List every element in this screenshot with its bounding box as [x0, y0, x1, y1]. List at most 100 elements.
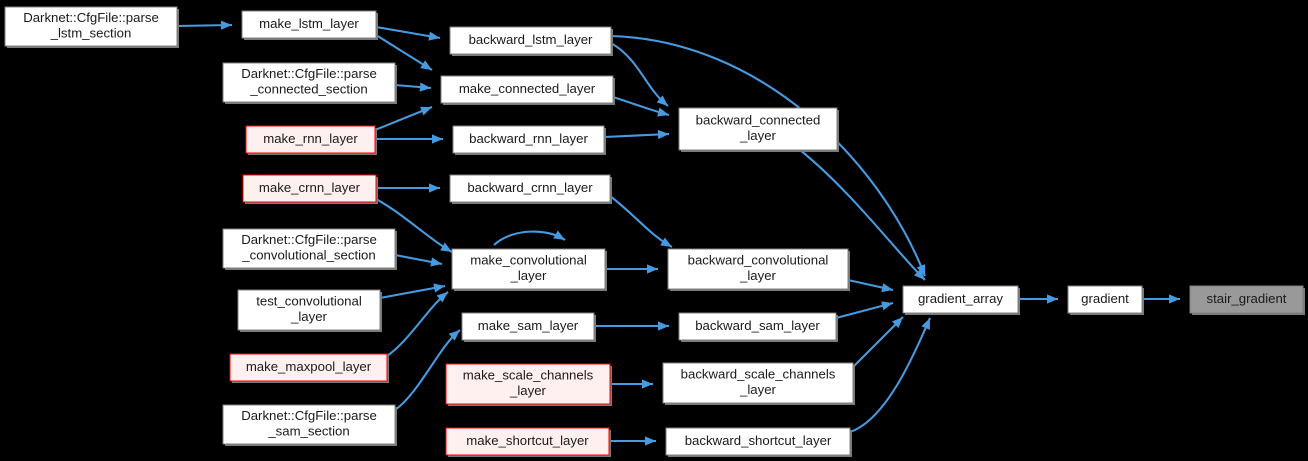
- node-label: backward_shortcut_layer: [685, 433, 832, 448]
- edge-line: [609, 195, 673, 248]
- node-box[interactable]: [667, 248, 849, 290]
- nodes-layer: Darknet::CfgFile::parse_lstm_sectionmake…: [4, 6, 1305, 457]
- node-box[interactable]: [222, 404, 396, 445]
- node-make_rnn_layer[interactable]: make_rnn_layer: [245, 125, 377, 155]
- node-box[interactable]: [1067, 285, 1143, 314]
- node-backward_scale_channels_layer[interactable]: backward_scale_channels_layer: [662, 362, 855, 405]
- node-make_convolutional_layer[interactable]: make_convolutional_layer: [451, 248, 607, 291]
- edge-parse_lstm_section-to-make_lstm_layer: [176, 20, 233, 30]
- node-box[interactable]: [445, 427, 610, 456]
- edge-line: [386, 291, 449, 357]
- arrowhead-icon: [1169, 294, 1180, 304]
- node-label: backward_lstm_layer: [469, 32, 593, 47]
- node-label: _sam_section: [267, 424, 349, 439]
- node-label: Darknet::CfgFile::parse: [241, 232, 377, 247]
- node-backward_convolutional_layer[interactable]: backward_convolutional_layer: [667, 248, 850, 291]
- arrowhead-icon: [420, 60, 432, 70]
- edge-line: [379, 284, 446, 300]
- arrowhead-icon: [420, 106, 432, 116]
- arrowhead-icon: [1047, 294, 1058, 304]
- edge-gradient_array-to-gradient: [1018, 294, 1058, 304]
- node-make_sam_layer[interactable]: make_sam_layer: [461, 312, 596, 342]
- node-label: make_scale_channels: [463, 368, 594, 383]
- node-box[interactable]: [452, 125, 605, 154]
- edge-make_connected_layer-to-backward_connected_layer: [612, 95, 670, 117]
- node-box[interactable]: [4, 6, 178, 47]
- node-label: backward_crnn_layer: [467, 180, 593, 195]
- node-make_crnn_layer[interactable]: make_crnn_layer: [242, 174, 378, 204]
- node-parse_sam_section[interactable]: Darknet::CfgFile::parse_sam_section: [222, 404, 397, 446]
- node-box[interactable]: [902, 285, 1019, 314]
- node-label: _layer: [290, 309, 328, 324]
- node-backward_crnn_layer[interactable]: backward_crnn_layer: [449, 174, 612, 204]
- node-box[interactable]: [678, 107, 838, 151]
- node-box[interactable]: [242, 174, 377, 203]
- node-parse_lstm_section[interactable]: Darknet::CfgFile::parse_lstm_section: [4, 6, 179, 48]
- arrowhead-icon: [914, 268, 925, 280]
- edges-layer: [176, 20, 1180, 446]
- node-label: make_sam_layer: [478, 318, 579, 333]
- node-gradient[interactable]: gradient: [1067, 285, 1144, 315]
- node-box[interactable]: [662, 362, 854, 404]
- edge-make_maxpool_layer-to-make_convolutional_layer: [386, 291, 449, 357]
- node-parse_connected_section[interactable]: Darknet::CfgFile::parse_connected_sectio…: [222, 62, 397, 104]
- node-box[interactable]: [449, 174, 611, 203]
- node-box[interactable]: [245, 125, 376, 154]
- node-box[interactable]: [229, 353, 388, 382]
- node-make_connected_layer[interactable]: make_connected_layer: [440, 75, 615, 105]
- arrowhead-icon: [440, 242, 452, 252]
- node-parse_convolutional_section[interactable]: Darknet::CfgFile::parse_convolutional_se…: [222, 228, 397, 270]
- arrowhead-icon: [881, 283, 893, 293]
- edge-line: [799, 149, 926, 281]
- node-label: _layer: [509, 383, 547, 398]
- node-box[interactable]: [222, 228, 396, 269]
- arrowhead-icon: [660, 237, 672, 247]
- node-label: _layer: [739, 382, 777, 397]
- node-box[interactable]: [440, 75, 614, 104]
- edge-make_lstm_layer-to-make_connected_layer: [375, 34, 433, 71]
- arrowhead-icon: [432, 134, 443, 144]
- node-backward_rnn_layer[interactable]: backward_rnn_layer: [452, 125, 606, 155]
- edge-backward_connected_layer-to-gradient_array: [799, 149, 926, 281]
- node-box[interactable]: [665, 427, 851, 456]
- edge-backward_scale_channels_layer-to-gradient_array: [852, 316, 904, 368]
- node-label: backward_scale_channels: [681, 367, 836, 382]
- node-backward_connected_layer[interactable]: backward_connected_layer: [678, 107, 839, 152]
- node-box[interactable]: [678, 312, 837, 341]
- node-label: make_lstm_layer: [259, 16, 359, 31]
- edge-test_convolutional_layer-to-make_convolutional_layer: [379, 283, 446, 300]
- arrowhead-icon: [220, 20, 232, 30]
- node-label: make_maxpool_layer: [246, 359, 372, 374]
- node-make_maxpool_layer[interactable]: make_maxpool_layer: [229, 353, 389, 383]
- node-label: _connected_section: [249, 82, 367, 97]
- node-backward_sam_layer[interactable]: backward_sam_layer: [678, 312, 838, 342]
- arrowhead-icon: [645, 436, 656, 446]
- arrowhead-icon: [881, 301, 893, 311]
- edge-backward_lstm_layer-to-backward_connected_layer: [610, 42, 669, 107]
- node-backward_lstm_layer[interactable]: backward_lstm_layer: [449, 26, 613, 56]
- node-stair_gradient[interactable]: stair_gradient: [1189, 285, 1305, 315]
- node-box[interactable]: [1189, 285, 1304, 314]
- node-box[interactable]: [449, 26, 612, 55]
- edge-parse_convolutional_section-to-make_convolutional_layer: [394, 253, 443, 267]
- node-box[interactable]: [461, 312, 595, 341]
- node-test_convolutional_layer[interactable]: test_convolutional_layer: [237, 289, 382, 332]
- edge-make_rnn_layer-to-backward_rnn_layer: [375, 134, 443, 144]
- edge-parse_sam_section-to-make_sam_layer: [394, 329, 461, 411]
- node-backward_shortcut_layer[interactable]: backward_shortcut_layer: [665, 427, 852, 457]
- arrowhead-icon: [448, 330, 460, 341]
- node-box[interactable]: [237, 289, 381, 331]
- node-gradient_array[interactable]: gradient_array: [902, 285, 1020, 315]
- node-make_scale_channels_layer[interactable]: make_scale_channels_layer: [445, 363, 612, 406]
- arrowhead-icon: [642, 379, 653, 389]
- edge-make_crnn_layer-to-make_convolutional_layer: [375, 198, 453, 253]
- node-box[interactable]: [445, 363, 611, 405]
- edge-parse_connected_section-to-make_connected_layer: [394, 82, 432, 92]
- edge-make_sam_layer-to-backward_sam_layer: [594, 321, 669, 331]
- node-make_lstm_layer[interactable]: make_lstm_layer: [241, 10, 378, 40]
- node-make_shortcut_layer[interactable]: make_shortcut_layer: [445, 427, 611, 457]
- node-box[interactable]: [451, 248, 606, 290]
- node-box[interactable]: [241, 10, 377, 39]
- node-box[interactable]: [222, 62, 396, 103]
